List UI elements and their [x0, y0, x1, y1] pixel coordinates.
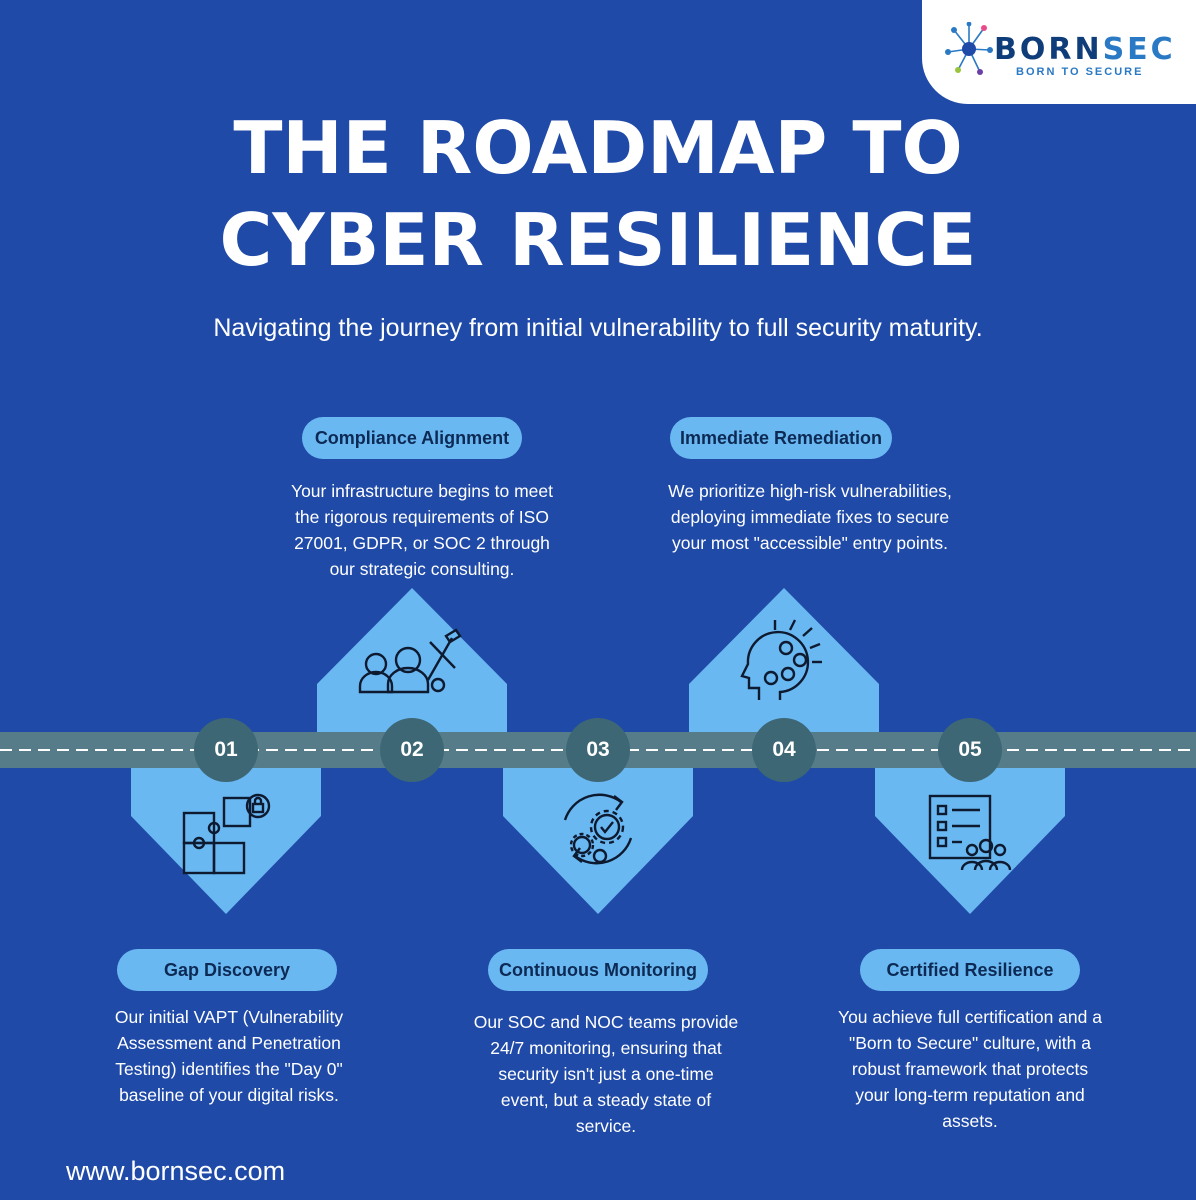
step-title-02: Compliance Alignment [302, 417, 522, 459]
step-desc-04: We prioritize high-risk vulnerabilities,… [668, 481, 952, 553]
head-thinking-icon [740, 619, 822, 700]
network-logo-icon [945, 22, 993, 75]
step-desc-05: You achieve full certification and a"Bor… [838, 1007, 1102, 1131]
card-step-02 [317, 588, 507, 742]
puzzle-lock-icon [182, 793, 271, 875]
team-tools-icon [358, 628, 462, 694]
checklist-team-icon [928, 794, 1012, 871]
title-line-1: THE ROADMAP TO [233, 106, 963, 190]
brand-name: BORNSEC [994, 32, 1176, 67]
card-step-01 [131, 760, 321, 914]
step-number-05: 05 [938, 718, 1002, 782]
step-number-02: 02 [380, 718, 444, 782]
subtitle: Navigating the journey from initial vuln… [213, 314, 983, 342]
step-title-01: Gap Discovery [117, 949, 337, 991]
card-step-04 [689, 588, 879, 742]
title-line-2: CYBER RESILIENCE [219, 198, 977, 282]
step-title-05: Certified Resilience [860, 949, 1080, 991]
step-number-01: 01 [194, 718, 258, 782]
website-url[interactable]: www.bornsec.com [66, 1156, 286, 1186]
card-step-05 [875, 760, 1065, 914]
step-title-03: Continuous Monitoring [488, 949, 708, 991]
step-number-03: 03 [566, 718, 630, 782]
card-step-03 [503, 760, 693, 914]
gears-cycle-icon [563, 793, 633, 865]
step-title-04: Immediate Remediation [670, 417, 892, 459]
brand-tagline: BORN TO SECURE [1016, 66, 1144, 78]
step-number-04: 04 [752, 718, 816, 782]
